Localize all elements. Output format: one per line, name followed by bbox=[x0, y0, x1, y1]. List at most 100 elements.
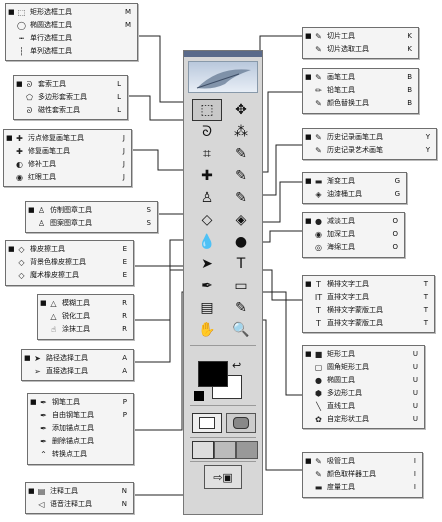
feather-logo[interactable] bbox=[188, 61, 258, 93]
tool-label: 涂抹工具 bbox=[62, 325, 90, 333]
slice-tool-icon: ✎ bbox=[315, 32, 322, 41]
zoom-tool[interactable]: 🔍 bbox=[226, 319, 256, 341]
shape-tool[interactable]: ▭ bbox=[226, 275, 256, 297]
foreground-color-swatch[interactable] bbox=[198, 361, 228, 387]
crop-tool[interactable]: ⌗ bbox=[192, 143, 222, 165]
stamp-tool[interactable]: ♙ bbox=[192, 187, 222, 209]
active-marker: ■ bbox=[40, 299, 47, 307]
eraser-tool[interactable]: ◇ bbox=[192, 209, 222, 231]
marquee-tool[interactable]: ⬚ bbox=[192, 99, 222, 121]
history-brush-tool[interactable]: ✎ bbox=[226, 187, 256, 209]
blur-tool[interactable]: 💧 bbox=[192, 231, 222, 253]
quick-mask-button[interactable] bbox=[226, 413, 256, 433]
tool-label: 单行选框工具 bbox=[30, 34, 72, 42]
separator bbox=[190, 345, 256, 346]
tool-label: 直接选择工具 bbox=[46, 367, 88, 375]
type-tool-icon: T bbox=[316, 306, 321, 315]
brush-tool[interactable]: ✎ bbox=[226, 165, 256, 187]
type-tool[interactable]: T bbox=[226, 253, 256, 275]
tool-label: 减淡工具 bbox=[327, 217, 355, 225]
move-tool[interactable]: ✥ bbox=[226, 99, 256, 121]
screen-mode-menus-button[interactable] bbox=[214, 441, 236, 459]
lasso-tool[interactable]: ᘐ bbox=[192, 121, 222, 143]
eyedropper-tool[interactable]: ✎ bbox=[226, 297, 256, 319]
standard-mode-button[interactable] bbox=[192, 413, 222, 433]
pen-tool[interactable]: ✒ bbox=[192, 275, 222, 297]
flyout-item-pen-4[interactable]: ⌃转换点工具 bbox=[28, 448, 133, 461]
paint-bucket-tool[interactable]: ◈ bbox=[226, 209, 256, 231]
flyout-item-pen-2[interactable]: ✒添加锚点工具 bbox=[28, 422, 133, 435]
jump-to-imageready-button[interactable]: ⇨▣ bbox=[204, 465, 242, 489]
hand-tool[interactable]: ✋ bbox=[192, 319, 222, 341]
active-marker: ■ bbox=[24, 354, 31, 362]
swap-colors-icon[interactable]: ↩ bbox=[232, 359, 242, 372]
pen-tool-icon: ✒ bbox=[40, 411, 47, 420]
screen-mode-standard-button[interactable] bbox=[192, 441, 214, 459]
magic-wand-tool[interactable]: ⁂ bbox=[226, 121, 256, 143]
flyout-item-marquee-3[interactable]: ┆单列选框工具 bbox=[6, 45, 137, 58]
healing-tool[interactable]: ✚ bbox=[192, 165, 222, 187]
flyout-item-pen-3[interactable]: ✒删除锚点工具 bbox=[28, 435, 133, 448]
brush-icon: ✎ bbox=[235, 168, 247, 184]
default-colors-icon[interactable] bbox=[194, 391, 204, 401]
notes-tool[interactable]: ▤ bbox=[192, 297, 222, 319]
path-select-tool[interactable]: ➤ bbox=[192, 253, 222, 275]
slice-tool[interactable]: ✎ bbox=[226, 143, 256, 165]
toolbar-header[interactable] bbox=[184, 51, 262, 57]
dodge-tool[interactable]: ● bbox=[226, 231, 256, 253]
screen-mode-full-button[interactable] bbox=[236, 441, 258, 459]
dodge-tool-icon: ◉ bbox=[315, 230, 322, 239]
flyout-item-marquee-2[interactable]: ┅单行选框工具 bbox=[6, 32, 137, 45]
